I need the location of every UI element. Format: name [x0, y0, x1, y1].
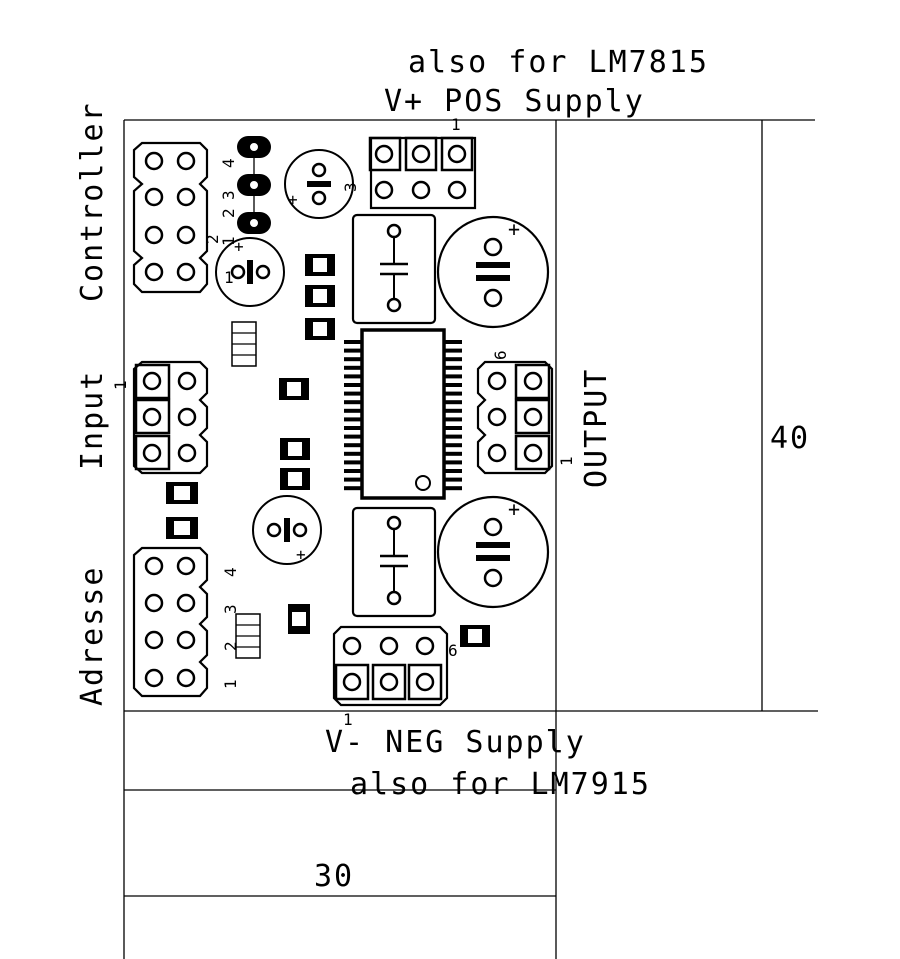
neg-supply-header: 1 6: [332, 625, 458, 729]
ic-lead: [344, 417, 362, 422]
ic-lead: [344, 340, 362, 344]
adresse-pin-label: 3: [221, 604, 240, 614]
ic-lead: [344, 348, 362, 353]
ic-lead: [444, 391, 462, 396]
ic-lead: [344, 408, 362, 413]
pos-header-pin1: 1: [451, 115, 461, 134]
input-pin1: 1: [111, 380, 130, 390]
svg-text:+: +: [288, 190, 298, 209]
ic-lead: [444, 451, 462, 456]
smd-components: [166, 254, 490, 659]
small-cap-top: +: [284, 149, 354, 219]
ic-lead: [444, 434, 462, 439]
ic-lead: [444, 477, 462, 482]
neg-supply-label: V- NEG Supply: [325, 725, 586, 760]
ic-lead: [344, 357, 362, 362]
ic-lead: [444, 383, 462, 387]
adresse-pin-label: 4: [221, 567, 240, 577]
adresse-header: 4 3 2 1: [132, 546, 240, 698]
trim-pin-label: 2: [203, 234, 222, 244]
ic-lead: [444, 340, 462, 344]
ic-lead: [344, 374, 362, 379]
adresse-pin-label: 1: [221, 679, 240, 689]
ic-lead: [444, 486, 462, 491]
neg-supply-note: also for LM7915: [350, 767, 651, 802]
input-header: 1: [111, 360, 209, 475]
controller-header: [132, 141, 209, 294]
trim-pin-label: 1: [224, 268, 234, 287]
neg-header-pin1: 1: [343, 710, 353, 729]
ic-lead: [444, 365, 462, 370]
output-pin6: 6: [491, 350, 510, 360]
adresse-label: Adresse: [75, 566, 110, 706]
output-header: 6 1: [476, 350, 576, 475]
ic-lead: [444, 460, 462, 465]
controller-pin-label: 1: [219, 236, 238, 246]
pos-supply-header: 1: [368, 115, 477, 210]
dimension-height: 40: [770, 421, 810, 456]
ic-lead: [444, 469, 462, 473]
controller-pin-label: 4: [219, 158, 238, 168]
ic-lead: [344, 460, 362, 465]
film-cap-top: [351, 213, 437, 325]
dimension-width: 30: [314, 859, 354, 894]
ic-lead: [344, 391, 362, 396]
ic-lead: [444, 374, 462, 379]
ic-lead: [444, 443, 462, 448]
ic-lead: [344, 426, 362, 430]
adresse-pin-label: 2: [221, 641, 240, 651]
board-outline: [123, 119, 818, 959]
ic-lead: [344, 486, 362, 491]
ic-lead: [444, 357, 462, 362]
small-cap-middle: +: [252, 495, 322, 565]
ic-lead: [444, 408, 462, 413]
output-label: OUTPUT: [579, 368, 614, 488]
ic-lead: [344, 451, 362, 456]
ic-lead: [444, 348, 462, 353]
ic-lead: [344, 434, 362, 439]
neg-header-pin6: 6: [448, 641, 458, 660]
big-cap-top: +: [436, 215, 550, 329]
ic-lead: [344, 443, 362, 448]
main-ic: [344, 328, 462, 500]
trim-pin-label: 3: [341, 182, 360, 192]
ic-lead: [344, 477, 362, 482]
controller-label: Controller: [75, 101, 110, 302]
film-cap-bottom: [351, 506, 437, 618]
ic-lead: [444, 400, 462, 405]
ic-lead: [344, 383, 362, 387]
svg-text:+: +: [296, 545, 306, 564]
svg-text:+: +: [234, 237, 244, 256]
ic-lead: [344, 400, 362, 405]
svg-text:+: +: [508, 217, 520, 241]
pos-supply-note: also for LM7815: [408, 45, 709, 80]
output-pin1: 1: [557, 456, 576, 466]
input-label: Input: [75, 370, 110, 470]
trimmer-pads: 4 3 2 1: [219, 136, 271, 246]
controller-pin-label: 2: [219, 208, 238, 218]
ic-lead: [444, 426, 462, 430]
ic-lead: [344, 365, 362, 370]
controller-pin-label: 3: [219, 190, 238, 200]
pos-supply-label: V+ POS Supply: [384, 84, 645, 119]
svg-text:+: +: [508, 497, 520, 521]
small-cap-left: +: [215, 237, 285, 307]
ic-lead: [344, 469, 362, 473]
ic-lead: [444, 417, 462, 422]
big-cap-bottom: +: [436, 495, 550, 609]
